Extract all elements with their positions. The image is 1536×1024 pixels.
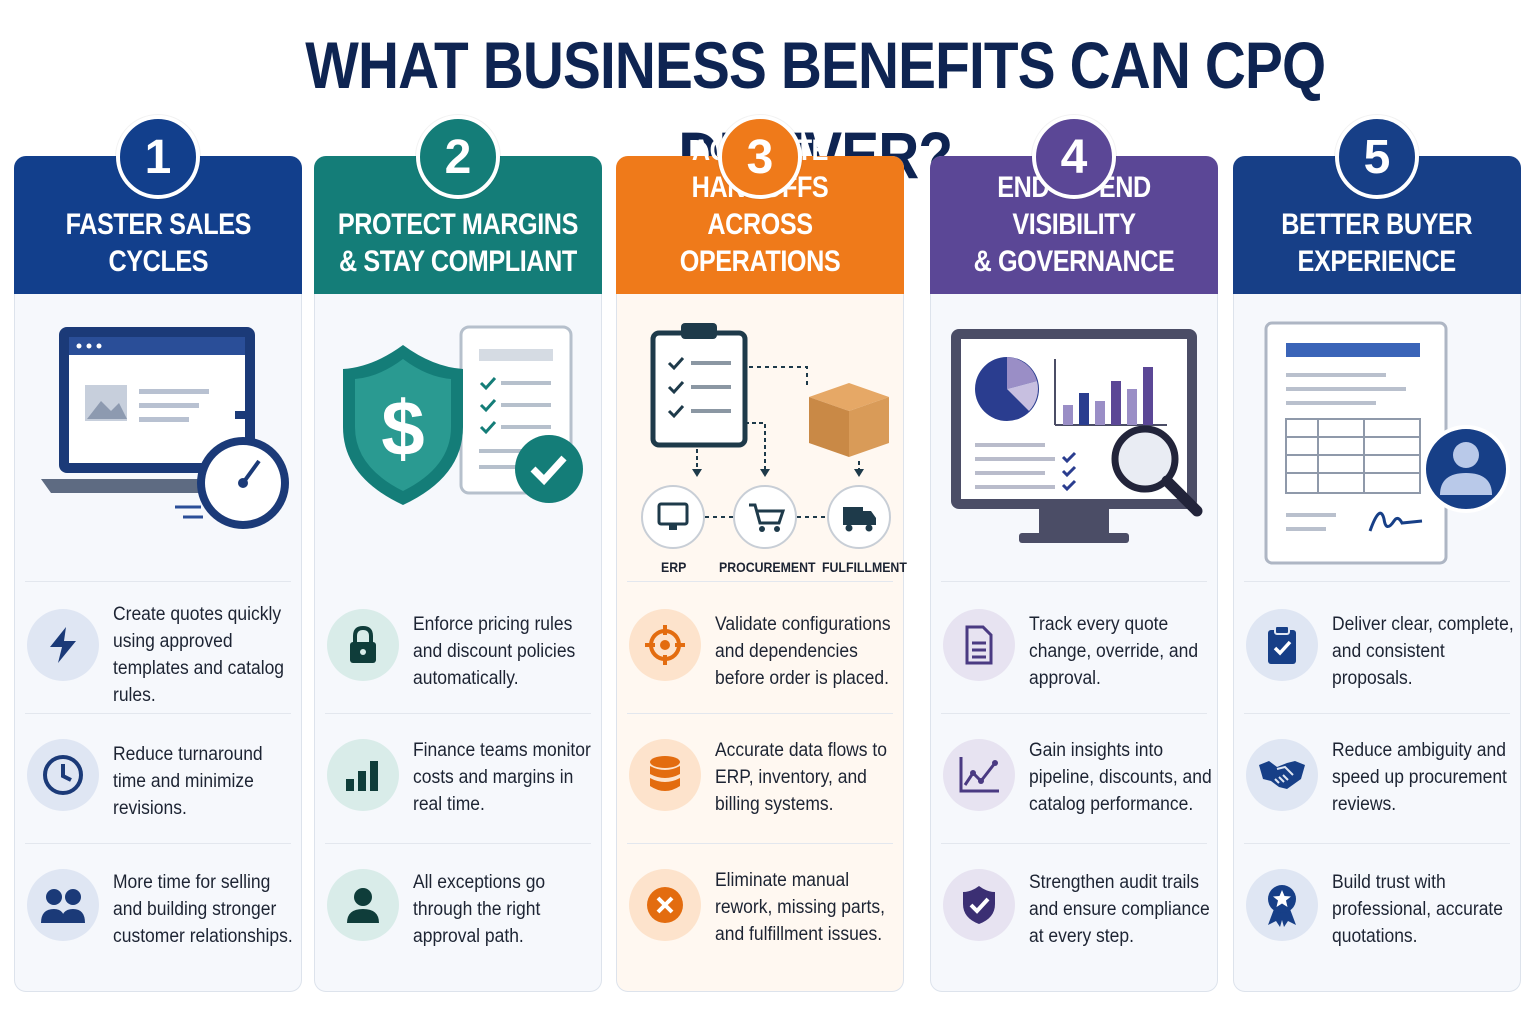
list-item: Strengthen audit trails and ensure compl… <box>931 847 1217 975</box>
number-badge: 5 <box>1335 115 1419 199</box>
handshake-icon <box>1246 739 1318 811</box>
procurement-label: PROCUREMENT <box>719 559 816 575</box>
lock-icon <box>327 609 399 681</box>
list-item: Track every quote change, override, and … <box>931 587 1217 715</box>
laptop-stopwatch-illustration <box>15 297 301 581</box>
item-text: Accurate data flows to ERP, inventory, a… <box>715 740 887 815</box>
award-icon <box>1246 869 1318 941</box>
number-badge: 2 <box>416 115 500 199</box>
clipboard-check-icon <box>1246 609 1318 681</box>
people-icon <box>27 869 99 941</box>
list-item: Accurate data flows to ERP, inventory, a… <box>617 717 903 845</box>
divider <box>1244 581 1510 582</box>
database-icon <box>629 739 701 811</box>
divider <box>627 713 893 714</box>
clock-icon <box>27 739 99 811</box>
bar-chart-icon <box>327 739 399 811</box>
item-text: Gain insights into pipeline, discounts, … <box>1029 740 1212 815</box>
divider <box>941 581 1207 582</box>
error-x-icon <box>629 869 701 941</box>
list-item: Reduce ambiguity and speed up procuremen… <box>1234 717 1520 845</box>
item-text: Reduce ambiguity and speed up procuremen… <box>1332 740 1507 815</box>
benefit-column-2: PROTECT MARGINS & STAY COMPLIANT 2 $ Enf… <box>314 115 602 992</box>
item-text: Deliver clear, complete, and consistent … <box>1332 614 1514 689</box>
item-text: Reduce turnaround time and minimize revi… <box>113 744 263 819</box>
divider <box>25 581 291 582</box>
item-text: Enforce pricing rules and discount polic… <box>413 614 576 689</box>
monitor-analytics-illustration <box>931 297 1217 581</box>
fulfillment-label: FULFILLMENT <box>822 559 907 575</box>
column-heading: ACCURATE HANDOFFS ACROSS OPERATIONS <box>679 134 841 278</box>
proposal-document-illustration <box>1234 297 1520 581</box>
benefit-column-1: FASTER SALES CYCLES 1 Create quot <box>14 115 302 992</box>
number-badge: 3 <box>718 115 802 199</box>
list-item: Gain insights into pipeline, discounts, … <box>931 717 1217 845</box>
item-text: Finance teams monitor costs and margins … <box>413 740 591 815</box>
list-item: All exceptions go through the right appr… <box>315 847 601 975</box>
number-badge: 4 <box>1032 115 1116 199</box>
handoff-flow-illustration: ERP PROCUREMENT FULFILLMENT <box>617 297 907 581</box>
item-text: All exceptions go through the right appr… <box>413 872 546 947</box>
list-item: Validate configurations and dependencies… <box>617 587 903 715</box>
erp-label: ERP <box>661 559 687 575</box>
list-item: Deliver clear, complete, and consistent … <box>1234 587 1520 715</box>
page-title: WHAT BUSINESS BENEFITS CAN CPQ DELIVER? <box>305 28 1326 192</box>
divider <box>627 843 893 844</box>
number-badge: 1 <box>116 115 200 199</box>
divider <box>25 843 291 844</box>
item-text: Track every quote change, override, and … <box>1029 614 1199 689</box>
column-heading: FASTER SALES CYCLES <box>65 208 251 278</box>
list-item: More time for selling and building stron… <box>15 847 301 975</box>
divider <box>941 843 1207 844</box>
list-item: Build trust with professional, accurate … <box>1234 847 1520 975</box>
divider <box>941 713 1207 714</box>
target-icon <box>629 609 701 681</box>
divider <box>1244 713 1510 714</box>
benefit-column-3: ACCURATE HANDOFFS ACROSS OPERATIONS 3 <box>616 115 907 992</box>
svg-text:$: $ <box>381 384 424 472</box>
benefit-column-5: BETTER BUYER EXPERIENCE 5 Deliver <box>1233 115 1521 992</box>
divider <box>1244 843 1510 844</box>
item-text: Create quotes quickly using approved tem… <box>113 604 285 706</box>
column-heading: BETTER BUYER EXPERIENCE <box>1281 208 1473 278</box>
item-text: Strengthen audit trails and ensure compl… <box>1029 872 1210 947</box>
list-item: Create quotes quickly using approved tem… <box>15 587 301 715</box>
item-text: Eliminate manual rework, missing parts, … <box>715 870 885 945</box>
shield-checklist-illustration: $ <box>315 297 601 581</box>
document-icon <box>943 609 1015 681</box>
shield-check-icon <box>943 869 1015 941</box>
list-item: Reduce turnaround time and minimize revi… <box>15 717 301 845</box>
list-item: Eliminate manual rework, missing parts, … <box>617 847 903 975</box>
person-icon <box>327 869 399 941</box>
divider <box>25 713 291 714</box>
list-item: Finance teams monitor costs and margins … <box>315 717 601 845</box>
lightning-icon <box>27 609 99 681</box>
column-heading: PROTECT MARGINS & STAY COMPLIANT <box>337 208 579 278</box>
divider <box>325 843 591 844</box>
divider <box>325 713 591 714</box>
item-text: Validate configurations and dependencies… <box>715 614 891 689</box>
list-item: Enforce pricing rules and discount polic… <box>315 587 601 715</box>
item-text: Build trust with professional, accurate … <box>1332 872 1504 947</box>
item-text: More time for selling and building stron… <box>113 872 293 947</box>
trend-chart-icon <box>943 739 1015 811</box>
divider <box>627 581 893 582</box>
benefit-column-4: END-TO-END VISIBILITY & GOVERNANCE 4 <box>930 115 1218 992</box>
